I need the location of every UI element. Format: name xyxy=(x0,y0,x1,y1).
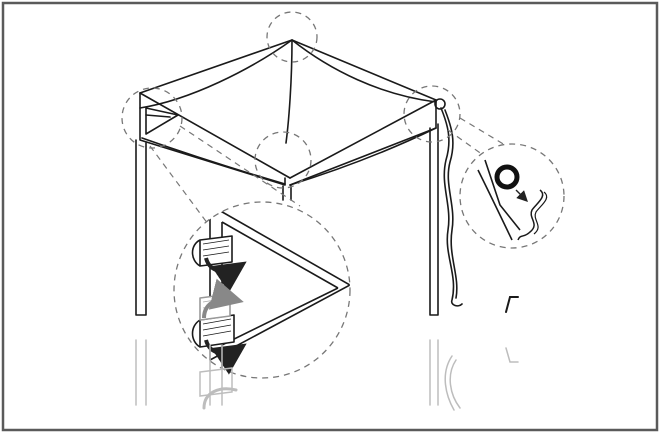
roof-left-seam xyxy=(139,39,293,109)
right-corner-knob xyxy=(434,98,446,110)
valance-left xyxy=(139,92,286,186)
leg-left xyxy=(135,139,147,316)
tie-loop-arrow xyxy=(515,189,528,202)
curved-arrow-icon-lower xyxy=(204,339,247,375)
valance-left-bottom xyxy=(141,137,286,185)
canopy-tent xyxy=(135,39,463,316)
tie-cord-inner xyxy=(444,109,458,299)
velcro-strap-magnified xyxy=(173,201,351,379)
tie-loop-magnified xyxy=(459,143,565,249)
frame-bar-top xyxy=(209,204,350,286)
roof-left-ridge xyxy=(139,39,293,94)
leg-front xyxy=(282,185,292,201)
magnify-connector-lines xyxy=(149,117,506,225)
leg-right xyxy=(429,123,439,316)
top-peak-detail xyxy=(266,11,318,63)
tent-stake-icon xyxy=(505,296,519,313)
front-corner-detail xyxy=(254,131,312,189)
frame-bar-top-inner xyxy=(221,221,339,289)
roof-right-seam xyxy=(291,39,437,103)
valance-right-bottom xyxy=(289,127,437,186)
roof-front-right-ridge xyxy=(289,99,437,179)
tie-cord xyxy=(440,107,463,307)
roof-front-left-ridge xyxy=(139,92,291,179)
frame-bar-bottom-inner xyxy=(221,287,339,346)
roof-right-ridge xyxy=(291,39,437,101)
right-corner-detail xyxy=(403,85,461,143)
left-corner-flap-fold xyxy=(145,114,171,118)
curved-arrow-icon xyxy=(204,257,247,293)
roof-center-seam xyxy=(285,39,293,144)
valance-right xyxy=(289,99,437,186)
tie-loop-icon xyxy=(494,164,520,190)
curved-arrow-icon-faded xyxy=(202,278,244,319)
left-corner-flap xyxy=(145,107,179,135)
tie-loop-cord xyxy=(517,189,544,241)
ground-reflection xyxy=(135,339,519,411)
fabric-edge xyxy=(484,159,521,231)
